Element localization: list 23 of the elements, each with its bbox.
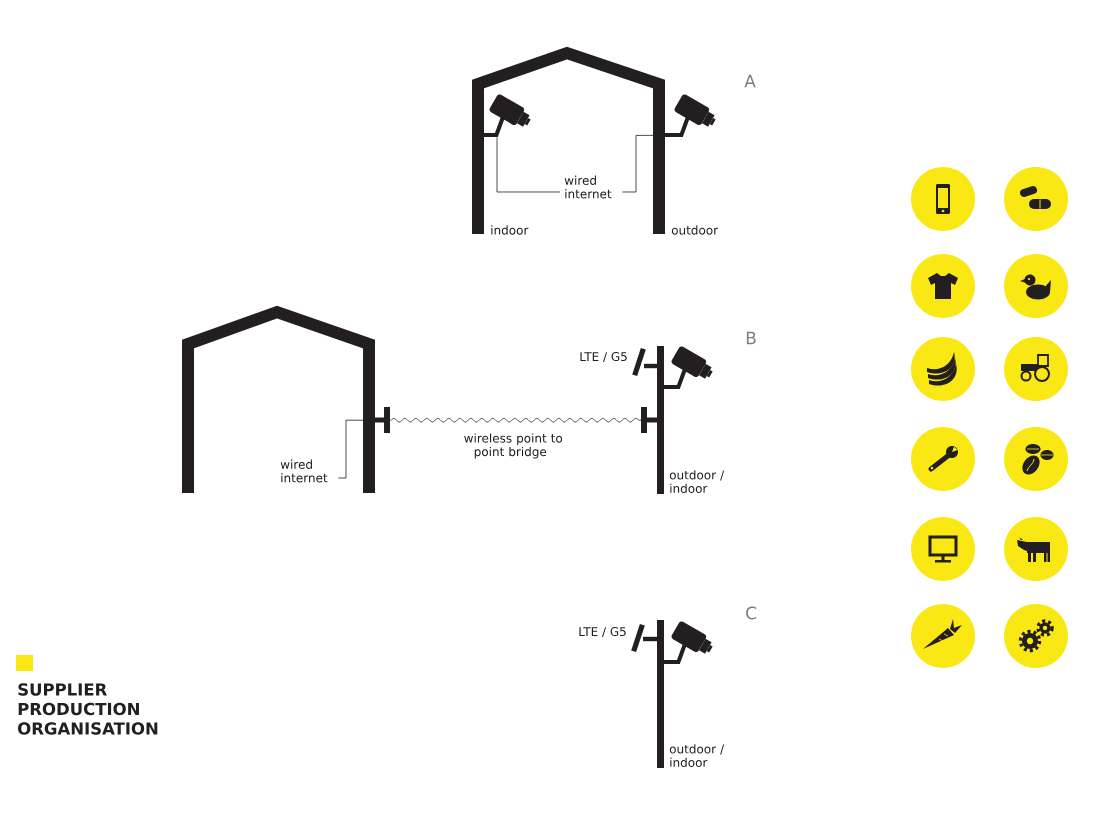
location-label: outdoor / indoor — [669, 744, 725, 767]
location-label: outdoor — [671, 225, 719, 235]
section-letter: C — [746, 606, 757, 620]
camera — [664, 621, 713, 664]
camera — [664, 346, 713, 389]
network-label: LTE / G5 — [580, 352, 627, 362]
title: SUPPLIER PRODUCTION ORGANISATION — [18, 683, 158, 735]
location-label: indoor — [491, 225, 529, 235]
leader-line — [496, 137, 561, 193]
location-label: outdoor / indoor — [669, 470, 725, 493]
leader-line — [338, 419, 364, 479]
edge-label: wireless point to point bridge — [464, 433, 563, 459]
leader-line — [622, 135, 654, 193]
section-letter: A — [744, 74, 756, 88]
network-label: LTE / G5 — [579, 627, 626, 637]
annotation-text: wired internet — [280, 459, 328, 483]
wavy-line — [390, 418, 642, 423]
annotation-text: wired internet — [564, 175, 612, 199]
camera — [665, 94, 716, 137]
camera — [484, 94, 531, 137]
bridge-antenna — [641, 407, 657, 433]
bridge-antenna — [375, 407, 390, 433]
section-letter: B — [746, 331, 756, 345]
